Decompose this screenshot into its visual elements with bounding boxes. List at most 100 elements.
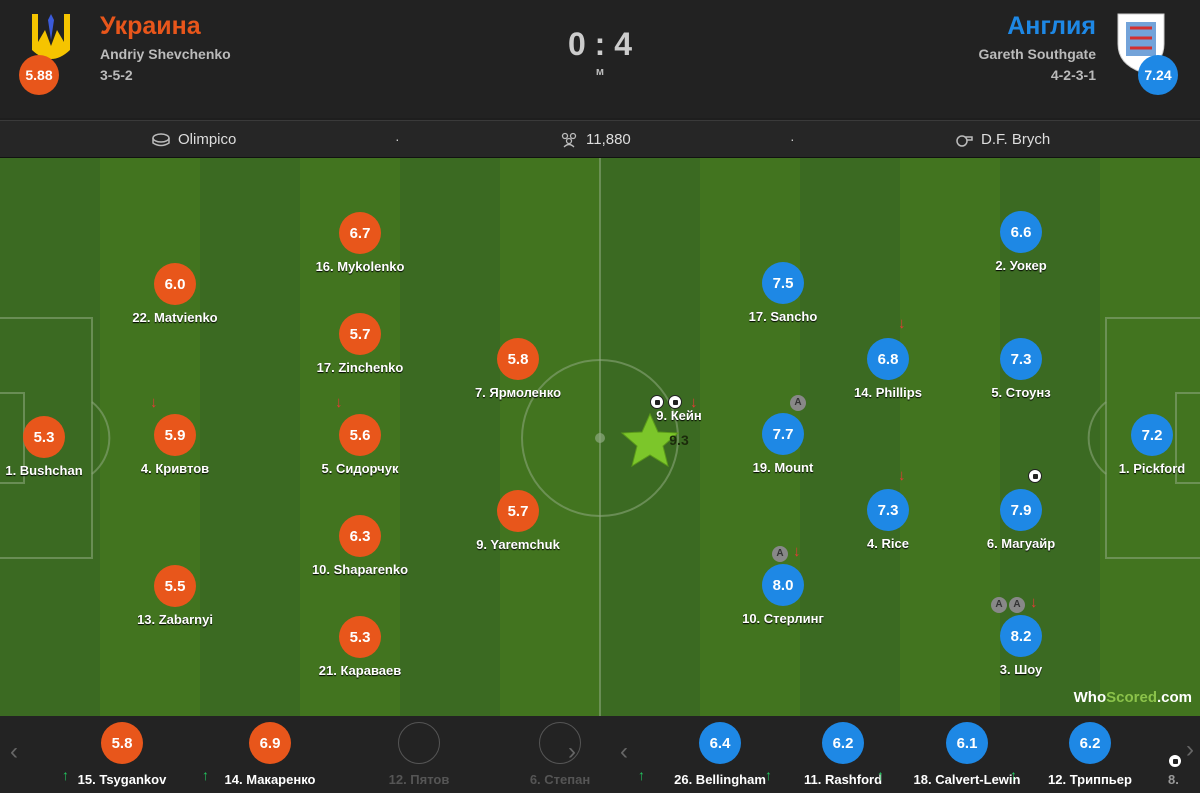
player-name: 22. Matvienko (132, 310, 218, 325)
home-sub-unused[interactable]: 6. Степан (490, 716, 630, 787)
sub-off-icon: ↓ (150, 394, 158, 411)
chevron-left-icon[interactable]: ‹ (620, 738, 628, 765)
player-rating: 7.5 (762, 262, 804, 304)
away-sub[interactable]: 6.2 12. Триппьер ↑ (1010, 716, 1160, 787)
venue-info: Olimpico (152, 131, 236, 148)
assist-badge: A (1009, 595, 1025, 613)
match-status: м (595, 66, 605, 78)
sub-on-icon: ↑ (1010, 767, 1017, 783)
sub-off-icon: ↓ (793, 543, 801, 560)
sub-rating: 6.9 (249, 722, 291, 764)
player-name: 1. Pickford (1118, 461, 1186, 476)
player-name: 5. Стоунз (991, 385, 1051, 400)
player-name: 4. Rice (867, 536, 909, 551)
substitutes-bar: ‹ 5.8 15. Tsygankov ↑ 6.9 14. Макаренко … (0, 716, 1200, 793)
player-name: 21. Караваев (318, 663, 402, 678)
assist-badge: A (790, 393, 806, 411)
away-team-rating: 7.24 (1138, 55, 1178, 95)
referee-info: D.F. Brych (955, 131, 1050, 148)
player-name: 17. Sancho (748, 309, 818, 324)
sub-rating: 6.1 (946, 722, 988, 764)
player-rating: 8.2 (1000, 615, 1042, 657)
player-name: 19. Mount (752, 460, 814, 475)
referee-name: D.F. Brych (981, 131, 1051, 148)
player-rating: 9.3 (669, 432, 689, 448)
ukraine-crest-icon (32, 14, 70, 59)
assist-badge: A (991, 595, 1007, 613)
home-coach: Andriy Shevchenko (100, 46, 231, 62)
chevron-right-icon[interactable]: › (1186, 736, 1194, 763)
sub-rating: 6.2 (822, 722, 864, 764)
chevron-left-icon[interactable]: ‹ (10, 738, 18, 765)
player-name: 6. Магуайр (986, 536, 1056, 551)
player-name: 7. Ярмоленко (474, 385, 562, 400)
away-sub[interactable]: 6.1 18. Calvert-Lewin ↑ (877, 716, 1037, 787)
sub-off-icon: ↓ (898, 467, 906, 484)
player-home[interactable]: 5.3 21. Караваев (300, 616, 420, 678)
away-sub-partial[interactable]: 8. (1168, 772, 1179, 787)
away-sub[interactable]: 6.4 26. Bellingham ↑ (638, 716, 790, 787)
sub-rating (539, 722, 581, 764)
player-name: 14. Phillips (854, 385, 922, 400)
whistle-icon (956, 134, 973, 147)
sub-name: 12. Триппьер (1048, 772, 1132, 787)
match-info-bar: Olimpico · 11,880 · D.F. Brych (0, 120, 1200, 158)
away-team-name[interactable]: Англия (1007, 12, 1096, 40)
player-away[interactable]: 7.3 5. Стоунз (961, 338, 1081, 400)
attendance-info: 11,880 (560, 131, 631, 148)
player-name: 13. Zabarnyi (137, 612, 213, 627)
player-away[interactable]: 7.2 1. Pickford (1092, 414, 1200, 476)
separator: · (395, 131, 400, 147)
player-rating: 7.2 (1131, 414, 1173, 456)
match-score: 0 : 4 (567, 26, 633, 62)
sub-name: 12. Пятов (388, 772, 450, 787)
stadium-icon (152, 132, 170, 146)
home-formation: 3-5-2 (100, 67, 133, 83)
home-team-name[interactable]: Украина (100, 12, 201, 40)
away-sub[interactable]: 6.2 11. Rashford ↑ (765, 716, 913, 787)
sub-name: 6. Степан (529, 772, 591, 787)
player-name: 5. Сидорчук (321, 461, 399, 476)
player-home[interactable]: 5.6 5. Сидорчук (300, 414, 420, 476)
player-rating: 5.3 (339, 616, 381, 658)
player-rating: 5.3 (23, 416, 65, 458)
match-header: 5.88 Украина Andriy Shevchenko 3-5-2 0 :… (0, 0, 1200, 118)
sub-off-icon: ↓ (898, 315, 906, 332)
sub-rating: 5.8 (101, 722, 143, 764)
home-sub-unused[interactable]: 12. Пятов (349, 716, 489, 787)
player-rating: 7.3 (1000, 338, 1042, 380)
home-sub[interactable]: 6.9 14. Макаренко ↑ (200, 716, 340, 787)
home-sub[interactable]: 5.8 15. Tsygankov ↑ (52, 716, 192, 787)
sub-off-icon: ↓ (1030, 594, 1038, 611)
goal-ball-icon (668, 395, 682, 412)
player-motm[interactable]: 9.3 9. Кейн (619, 408, 739, 468)
player-away[interactable]: 7.5 17. Sancho (723, 262, 843, 324)
away-formation: 4-2-3-1 (1050, 67, 1096, 83)
player-name: 16. Mykolenko (315, 259, 405, 274)
sub-on-icon: ↑ (638, 767, 645, 783)
whoscored-logo: WhoScored.com (1074, 689, 1192, 706)
player-rating: 5.6 (339, 414, 381, 456)
attendance-value: 11,880 (586, 131, 631, 148)
separator: · (790, 131, 795, 147)
chevron-right-icon[interactable]: › (568, 738, 576, 765)
sub-name: 26. Bellingham (674, 772, 766, 787)
home-team-rating: 5.88 (19, 55, 59, 95)
